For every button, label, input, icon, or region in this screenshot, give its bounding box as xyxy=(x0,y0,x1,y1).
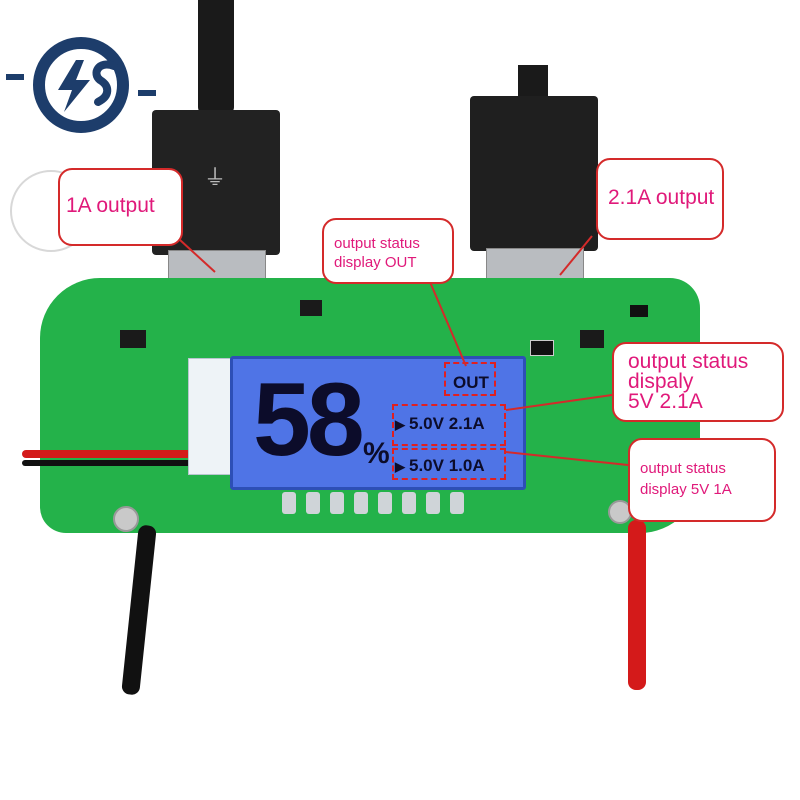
callout-status-out: output status display OUT xyxy=(322,218,454,284)
usb-plug-right xyxy=(470,96,598,251)
callout-status-21a-line1: output status xyxy=(628,350,749,373)
wire-red-bottom xyxy=(628,520,646,690)
wire-red-left xyxy=(22,450,222,458)
lcd-out-label: OUT xyxy=(453,373,489,392)
lcd-row2-arrow: ▶ xyxy=(395,459,405,474)
lcd-screen: 58 % OUT ▶ 5.0V 2.1A ▶ 5.0V 1.0A xyxy=(230,356,526,490)
callout-2-1a-output: 2.1A output xyxy=(596,158,724,240)
wire-black-left xyxy=(22,460,222,466)
callout-status-out-line1: output status xyxy=(334,235,420,252)
callout-status-1a: output status display 5V 1A xyxy=(628,438,776,522)
lcd-row1: 5.0V 2.1A xyxy=(409,414,485,433)
callout-status-1a-line1: output status xyxy=(640,460,726,477)
usb-icon: ⏚ xyxy=(204,165,227,190)
callout-1a-text: 1A output xyxy=(66,194,155,217)
lcd-row1-arrow: ▶ xyxy=(395,417,405,432)
highlight-row2 xyxy=(392,448,506,480)
component xyxy=(580,330,604,348)
callout-status-out-line2: display OUT xyxy=(334,254,417,271)
callout-status-21a: output status dispaly 5V 2.1A xyxy=(612,342,784,422)
lcd-row2: 5.0V 1.0A xyxy=(409,456,485,475)
callout-2-1a-text: 2.1A output xyxy=(608,186,715,209)
callout-status-21a-line3: 5V 2.1A xyxy=(628,390,703,413)
mount-hole xyxy=(113,506,139,532)
callout-1a-output: 1A output xyxy=(58,168,183,246)
callout-status-21a-line2: dispaly xyxy=(628,370,694,393)
component xyxy=(120,330,146,348)
usb-cable-left xyxy=(198,0,234,115)
component xyxy=(300,300,322,316)
highlight-row1 xyxy=(392,404,506,446)
lcd-percent-value: 58 xyxy=(253,362,365,478)
component xyxy=(630,305,648,317)
lcd-pins xyxy=(282,492,472,514)
lcd-percent-sign: % xyxy=(363,437,390,470)
callout-status-1a-line2: display 5V 1A xyxy=(640,481,732,498)
component xyxy=(530,340,554,356)
highlight-out xyxy=(444,362,496,396)
logo-icon xyxy=(6,30,156,140)
